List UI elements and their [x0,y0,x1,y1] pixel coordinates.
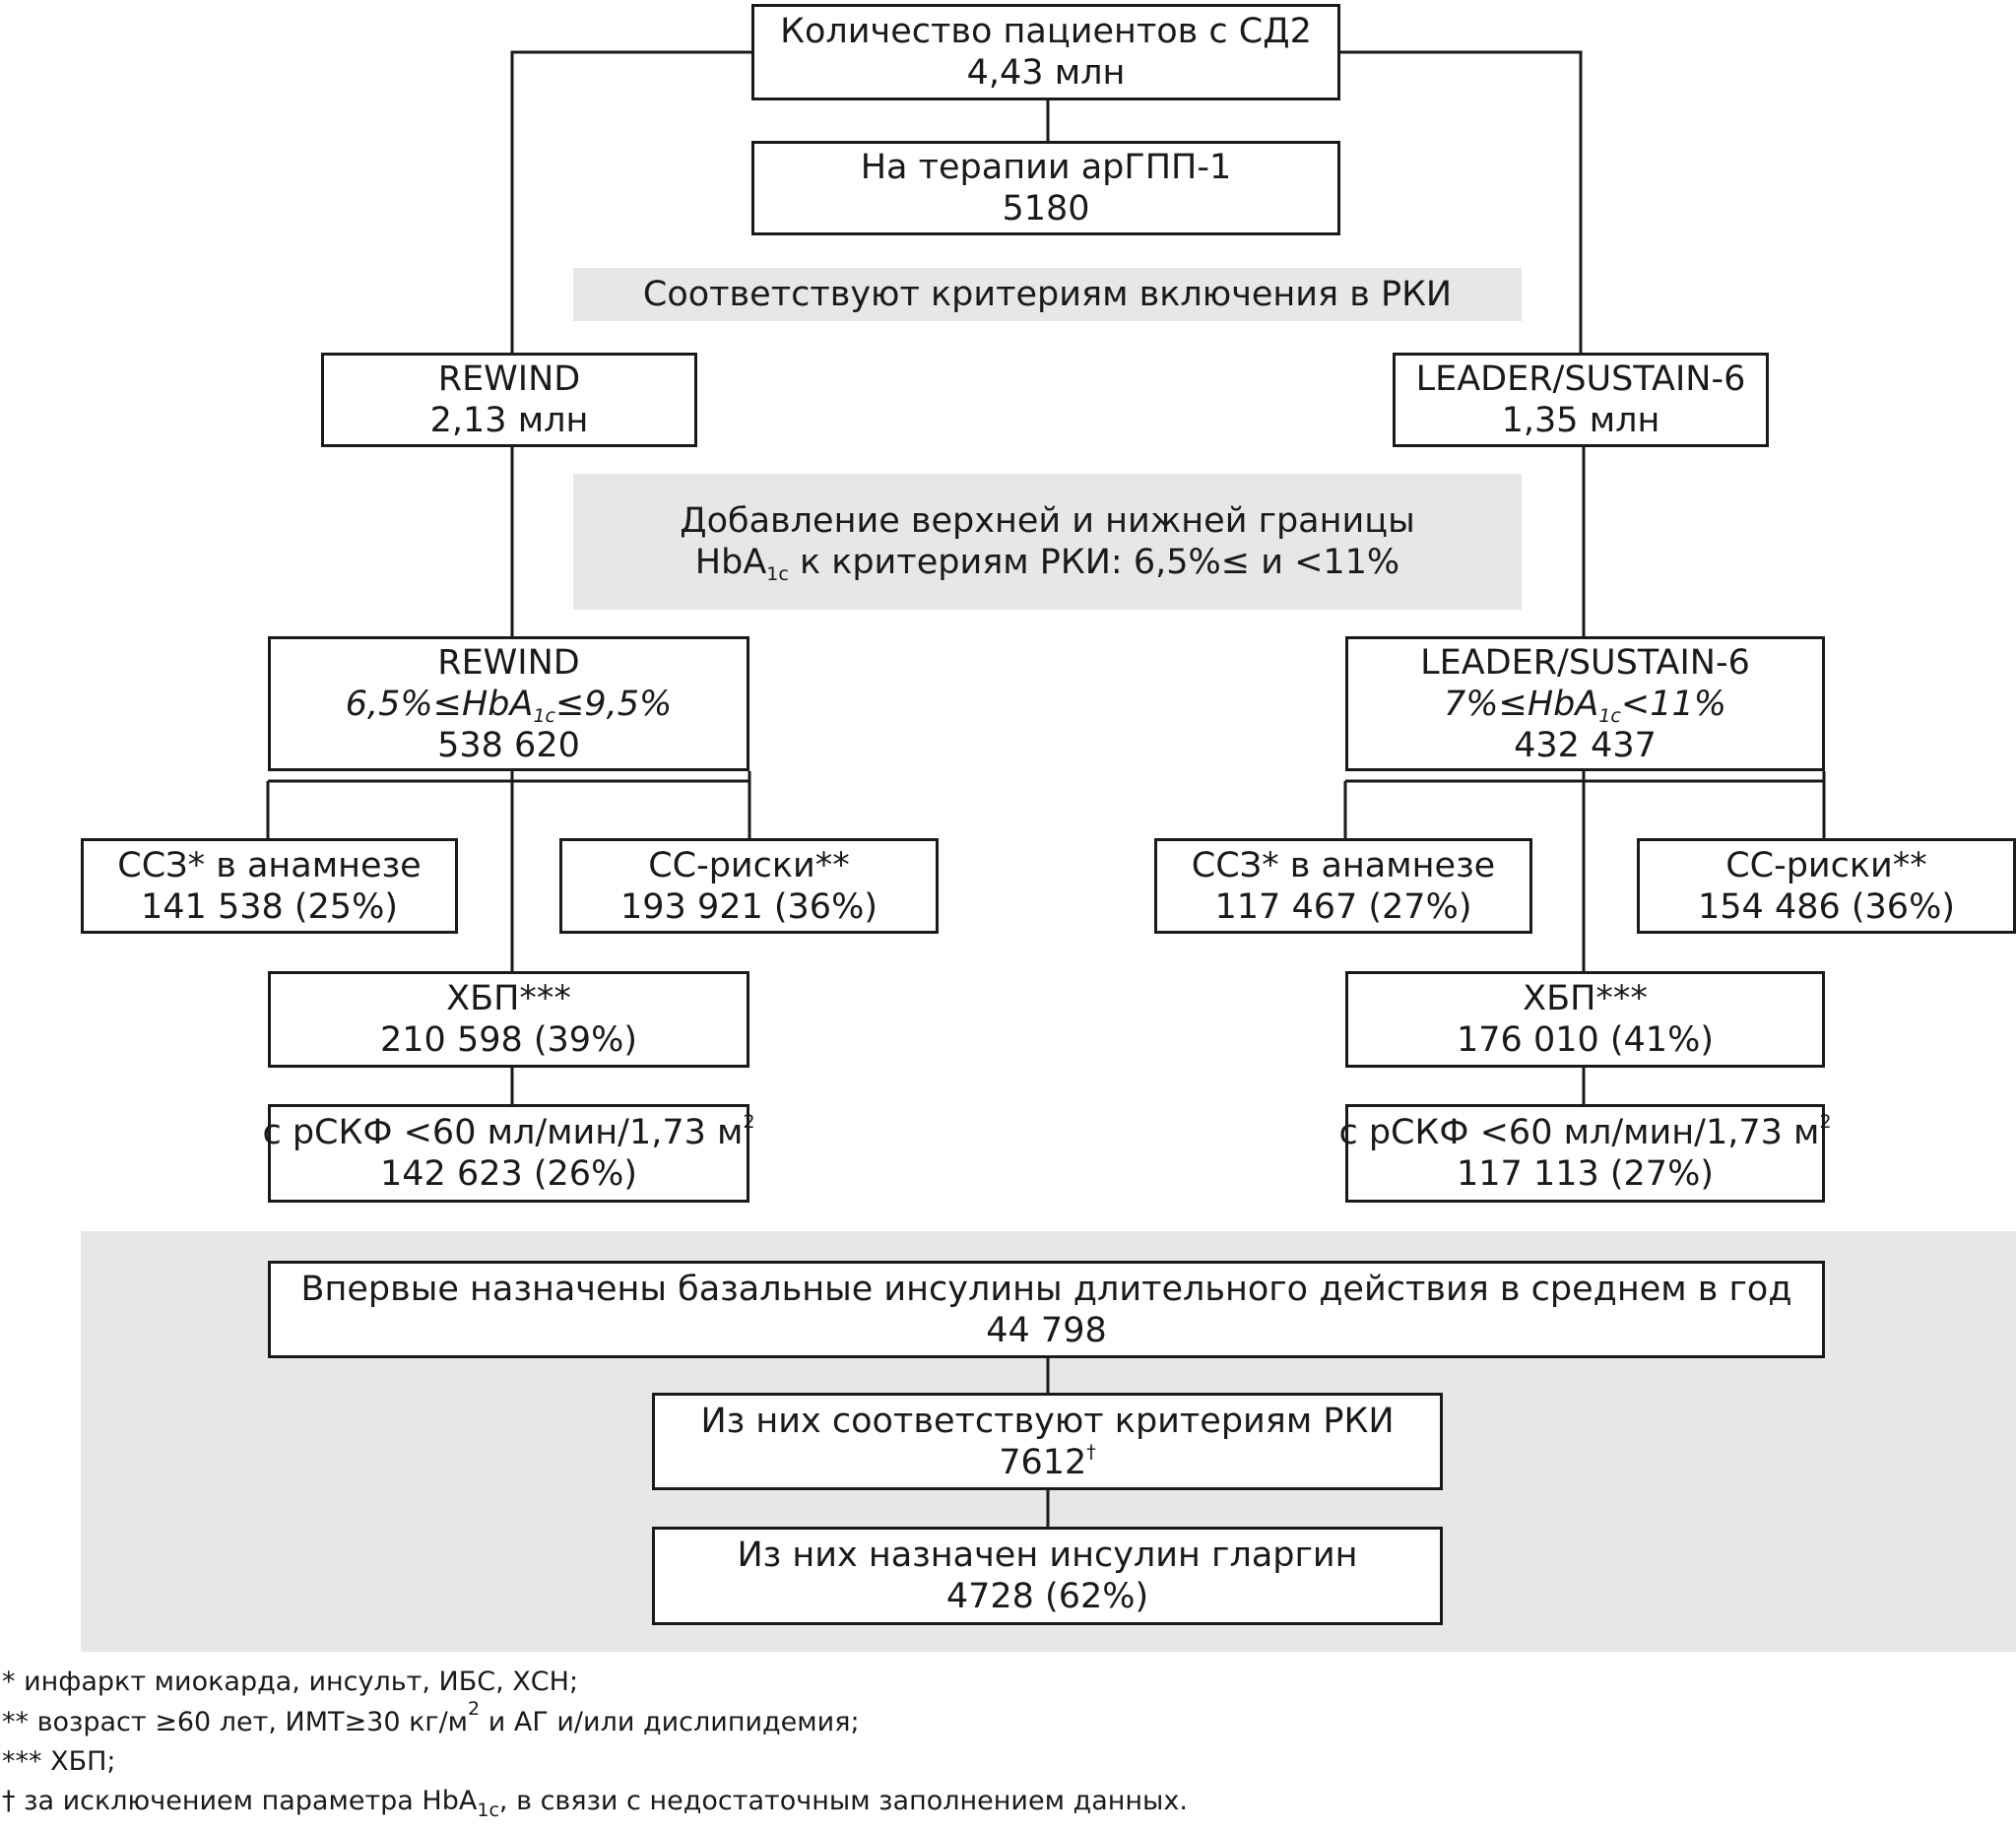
hba1c-note-line2: HbA1c к критериям РКИ: 6,5%≤ и <11% [694,543,1400,585]
insulin-rct-value: 7612† [999,1440,1096,1482]
leader-cvd-value: 117 467 (27%) [1214,886,1472,927]
hba1c-band [573,474,1522,610]
leader-egfr-title: с рСКФ <60 мл/мин/1,73 м2 [1338,1111,1832,1153]
leader-ckd-box: ХБП*** 176 010 (41%) [1345,971,1825,1068]
leader-filtered-title: LEADER/SUSTAIN-6 [1420,642,1750,683]
leader-filtered-value: 432 437 [1514,725,1657,765]
footnote-asterisk: * инфаркт миокарда, инсульт, ИБС, ХСН; [2,1667,579,1697]
leader-cv-risk-box: СС-риски** 154 486 (36%) [1637,838,2016,934]
leader-value: 1,35 млн [1501,401,1660,440]
hba1c-note: Добавление верхней и нижней границы HbA1… [573,474,1522,610]
leader-ckd-title: ХБП*** [1523,979,1648,1018]
criteria-note: Соответствуют критериям включения в РКИ [573,268,1522,321]
leader-cv-risk-value: 154 486 (36%) [1698,886,1955,927]
leader-cv-risk-title: СС-риски** [1725,845,1927,885]
hba1c-note-line1: Добавление верхней и нижней границы [680,501,1415,541]
glargine-title: Из них назначен инсулин гларгин [737,1536,1358,1575]
insulin-rct-title: Из них соответствуют критериям РКИ [700,1401,1395,1441]
total-patients-box: Количество пациентов с СД2 4,43 млн [751,4,1340,100]
leader-title: LEADER/SUSTAIN-6 [1415,360,1746,399]
criteria-band [573,268,1522,321]
basal-insulin-title: Впервые назначены базальные инсулины дли… [300,1269,1792,1309]
footnote-dagger: † за исключением параметра HbA1c, в связ… [2,1786,1188,1821]
rewind-title: REWIND [437,360,581,399]
leader-cvd-title: ССЗ* в анамнезе [1191,845,1496,885]
rewind-cv-risk-value: 193 921 (36%) [620,886,878,927]
rewind-cvd-title: ССЗ* в анамнезе [117,845,422,885]
rewind-filtered-title: REWIND [437,642,580,683]
rewind-ckd-box: ХБП*** 210 598 (39%) [268,971,749,1068]
footnote-triple-asterisk: *** ХБП; [2,1746,116,1777]
glargine-value: 4728 (62%) [945,1577,1149,1616]
criteria-note-text: Соответствуют критериям включения в РКИ [642,275,1453,314]
rewind-ckd-value: 210 598 (39%) [380,1020,637,1060]
leader-egfr-value: 117 113 (27%) [1457,1154,1714,1194]
total-patients-value: 4,43 млн [966,53,1126,93]
rewind-egfr-box: с рСКФ <60 мл/мин/1,73 м2 142 623 (26%) [262,1104,755,1203]
basal-insulin-box: Впервые назначены базальные инсулины дли… [268,1261,1825,1358]
glp1-therapy-value: 5180 [1002,189,1090,229]
rewind-box: REWIND 2,13 млн [321,353,697,447]
basal-insulin-value: 44 798 [986,1310,1107,1350]
rewind-filtered-box: REWIND 6,5%≤HbA1c≤9,5% 538 620 [268,636,749,771]
total-patients-title: Количество пациентов с СД2 [780,12,1312,51]
leader-ckd-value: 176 010 (41%) [1457,1020,1714,1060]
rewind-value: 2,13 млн [429,401,589,440]
rewind-cv-risk-title: СС-риски** [648,845,850,885]
footnote-double-asterisk: ** возраст ≥60 лет, ИМТ≥30 кг/м2 и АГ и/… [2,1698,860,1738]
insulin-rct-box: Из них соответствуют критериям РКИ 7612† [652,1393,1443,1490]
rewind-cv-risk-box: СС-риски** 193 921 (36%) [559,838,939,934]
glp1-therapy-title: На терапии арГПП-1 [860,148,1232,187]
rewind-egfr-title: с рСКФ <60 мл/мин/1,73 м2 [262,1111,755,1153]
leader-egfr-box: с рСКФ <60 мл/мин/1,73 м2 117 113 (27%) [1338,1104,1832,1203]
glp1-therapy-box: На терапии арГПП-1 5180 [751,141,1340,235]
rewind-hba1c-range: 6,5%≤HbA1c≤9,5% [345,684,673,727]
glargine-box: Из них назначен инсулин гларгин 4728 (62… [652,1527,1443,1625]
rewind-egfr-value: 142 623 (26%) [380,1154,637,1194]
leader-cvd-box: ССЗ* в анамнезе 117 467 (27%) [1154,838,1532,934]
rewind-cvd-value: 141 538 (25%) [141,886,398,927]
rewind-cvd-box: ССЗ* в анамнезе 141 538 (25%) [81,838,458,934]
leader-hba1c-range: 7%≤HbA1c<11% [1443,684,1726,727]
leader-box: LEADER/SUSTAIN-6 1,35 млн [1393,353,1769,447]
leader-filtered-box: LEADER/SUSTAIN-6 7%≤HbA1c<11% 432 437 [1345,636,1825,771]
rewind-ckd-title: ХБП*** [446,979,571,1018]
rewind-filtered-value: 538 620 [437,725,580,765]
